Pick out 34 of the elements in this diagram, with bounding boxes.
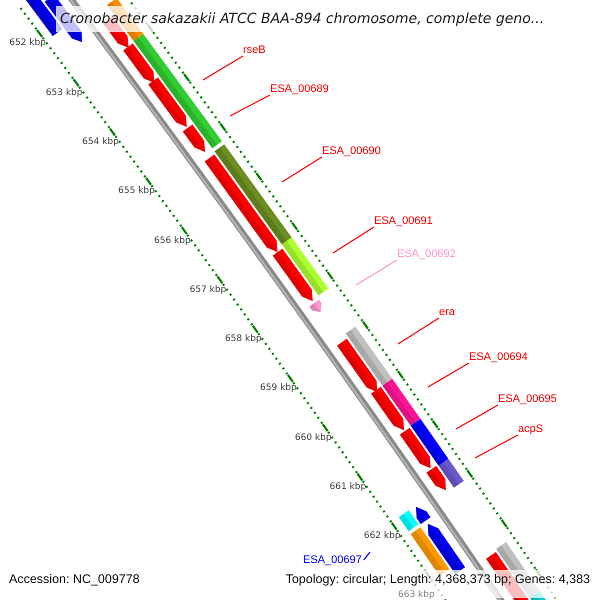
gene-label: ESA_00691 <box>374 215 433 227</box>
leader-line <box>356 259 398 286</box>
gene-label: acpS <box>518 423 544 435</box>
position-label: 660 kbp <box>294 432 332 443</box>
gene-label: ESA_00697 <box>303 554 362 566</box>
gene-label: ESA_00694 <box>469 351 528 363</box>
leader-line <box>202 55 244 81</box>
accession-label: Accession: NC_009778 <box>9 571 140 587</box>
position-label: 658 kbp <box>224 334 262 344</box>
genome-summary: Topology: circular; Length: 4,368,373 bp; Genes: 4,383 <box>286 571 590 587</box>
position-label: 663 kbp <box>398 590 435 600</box>
position-label: 652 kbp <box>9 38 46 48</box>
leader-line <box>474 434 518 459</box>
leader-line <box>456 404 498 430</box>
leader-line <box>428 362 470 388</box>
position-label: 654 kbp <box>82 137 119 148</box>
position-label: 661 kbp <box>330 482 366 492</box>
leader-line <box>282 156 322 182</box>
position-label: 662 kbp <box>364 531 401 542</box>
position-label: 659 kbp <box>260 383 297 394</box>
gene-label: ESA_00689 <box>270 83 329 95</box>
gene-label: era <box>439 306 455 318</box>
position-label: 656 kbp <box>154 236 191 246</box>
leader-line <box>230 94 270 117</box>
leader-line <box>363 552 370 560</box>
position-label: 655 kbp <box>118 186 155 196</box>
gene-label: ESA_00695 <box>498 393 557 405</box>
leader-line <box>332 226 374 254</box>
leader-line <box>398 318 440 344</box>
gene-label: rseB <box>243 44 266 56</box>
position-label: 653 kbp <box>46 88 82 98</box>
gene-label: ESA_00692 <box>397 248 456 260</box>
position-label: 657 kbp <box>190 284 226 295</box>
gene-label: ESA_00690 <box>322 145 381 157</box>
